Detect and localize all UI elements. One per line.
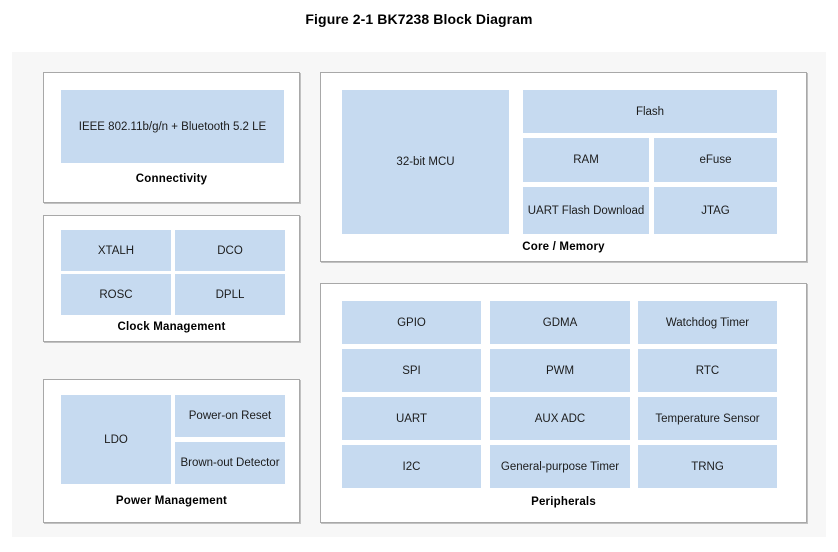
block-rosc[interactable]: ROSC	[61, 274, 171, 315]
block-power-on-reset[interactable]: Power-on Reset	[175, 395, 285, 437]
block-jtag[interactable]: JTAG	[654, 187, 777, 234]
panel-caption-clock-management: Clock Management	[117, 321, 226, 333]
panel-connectivity: IEEE 802.11b/g/n + Bluetooth 5.2 LE Conn…	[43, 72, 300, 203]
block-trng[interactable]: TRNG	[638, 445, 777, 488]
block-32-bit-mcu[interactable]: 32-bit MCU	[342, 90, 509, 234]
panel-core-memory: 32-bit MCU Flash RAM eFuse UART Flash Do…	[320, 72, 807, 262]
page-title: Figure 2-1 BK7238 Block Diagram	[305, 11, 533, 27]
panel-caption-connectivity: Connectivity	[135, 173, 208, 185]
panel-caption-peripherals: Peripherals	[531, 496, 596, 508]
block-dco[interactable]: DCO	[175, 230, 285, 271]
block-uart[interactable]: UART	[342, 397, 481, 440]
block-connectivity-radio[interactable]: IEEE 802.11b/g/n + Bluetooth 5.2 LE	[61, 90, 284, 163]
panel-peripherals: GPIO GDMA Watchdog Timer SPI PWM RTC UAR…	[320, 283, 807, 523]
block-flash[interactable]: Flash	[523, 90, 777, 133]
block-watchdog-timer[interactable]: Watchdog Timer	[638, 301, 777, 344]
block-brown-out-detector[interactable]: Brown-out Detector	[175, 442, 285, 484]
block-xtalh[interactable]: XTALH	[61, 230, 171, 271]
block-uart-flash-download[interactable]: UART Flash Download	[523, 187, 649, 234]
block-pwm[interactable]: PWM	[490, 349, 630, 392]
block-gpio[interactable]: GPIO	[342, 301, 481, 344]
panel-caption-core-memory: Core / Memory	[522, 241, 605, 253]
block-ldo[interactable]: LDO	[61, 395, 171, 484]
block-general-purpose-timer[interactable]: General-purpose Timer	[490, 445, 630, 488]
block-efuse[interactable]: eFuse	[654, 138, 777, 182]
panel-clock-management: XTALH DCO ROSC DPLL Clock Management	[43, 215, 300, 342]
block-aux-adc[interactable]: AUX ADC	[490, 397, 630, 440]
block-temperature-sensor[interactable]: Temperature Sensor	[638, 397, 777, 440]
panel-power-management: LDO Power-on Reset Brown-out Detector Po…	[43, 379, 300, 523]
block-ram[interactable]: RAM	[523, 138, 649, 182]
block-rtc[interactable]: RTC	[638, 349, 777, 392]
block-diagram-canvas: IEEE 802.11b/g/n + Bluetooth 5.2 LE Conn…	[12, 52, 826, 537]
block-spi[interactable]: SPI	[342, 349, 481, 392]
block-i2c[interactable]: I2C	[342, 445, 481, 488]
block-dpll[interactable]: DPLL	[175, 274, 285, 315]
block-gdma[interactable]: GDMA	[490, 301, 630, 344]
panel-caption-power-management: Power Management	[115, 495, 228, 507]
